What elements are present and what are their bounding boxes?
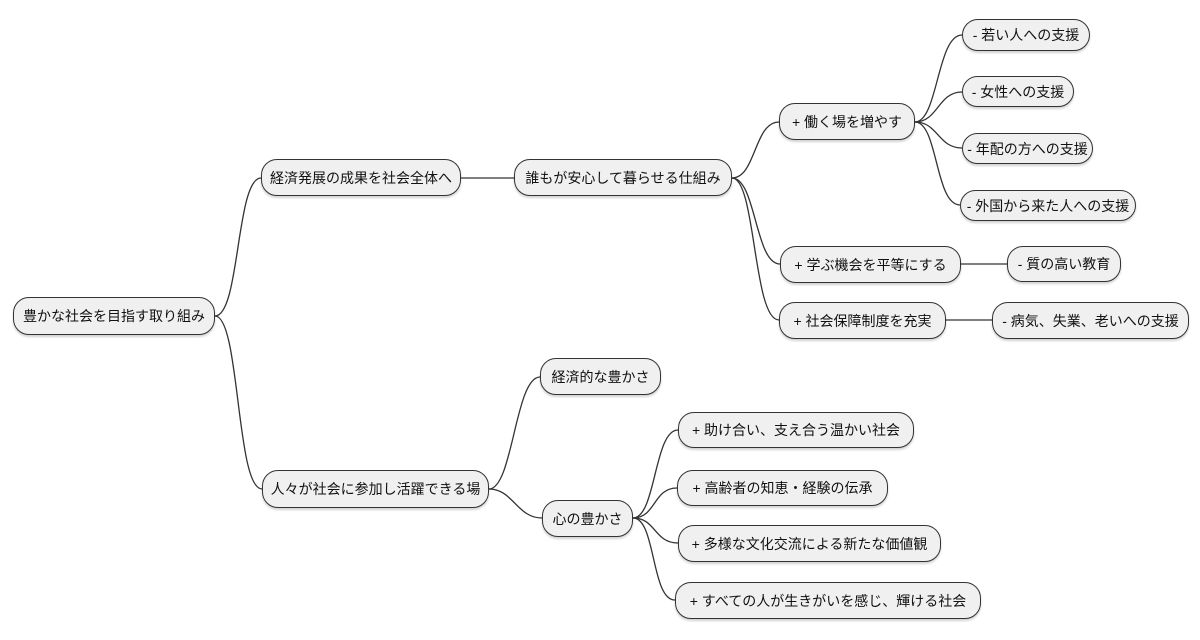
node-participation[interactable]: 人々が社会に参加し活躍できる場 [262, 470, 489, 508]
node-elder-wisdom[interactable]: + 高齢者の知恵・経験の伝承 [677, 470, 888, 506]
connector-jobs-elderly [914, 121, 963, 149]
connector-spiritual-wisdom [632, 487, 678, 519]
connector-spiritual-warm [632, 429, 679, 519]
node-warm-society[interactable]: + 助け合い、支え合う温かい社会 [678, 412, 914, 448]
connector-root-participation [214, 315, 263, 490]
node-economy-growth[interactable]: 経済発展の成果を社会全体へ [261, 159, 461, 196]
node-support-women[interactable]: - 女性への支援 [962, 76, 1074, 107]
node-equal-education[interactable]: + 学ぶ機会を平等にする [780, 246, 961, 283]
connector-participation-spiritualwealth [488, 488, 543, 519]
connector-root-economy [214, 177, 262, 317]
node-illness-support[interactable]: - 病気、失業、老いへの支援 [992, 302, 1189, 339]
connector-spiritual-fulfilling [632, 517, 676, 601]
node-safe-living-system[interactable]: 誰もが安心して暮らせる仕組み [514, 159, 732, 196]
node-support-young[interactable]: - 若い人への支援 [962, 19, 1090, 51]
connector-jobs-women [914, 91, 963, 123]
connector-safesystem-socialsecurity [731, 177, 780, 321]
node-economic-wealth[interactable]: 経済的な豊かさ [540, 358, 661, 395]
node-cultural-exchange[interactable]: + 多様な文化交流による新たな価値観 [678, 525, 941, 562]
connector-jobs-foreigners [914, 121, 961, 206]
node-spiritual-wealth[interactable]: 心の豊かさ [542, 500, 633, 537]
connector-participation-economicwealth [488, 376, 541, 490]
node-fulfilling-society[interactable]: + すべての人が生きがいを感じ、輝ける社会 [675, 582, 981, 619]
connector-safesystem-jobs [731, 121, 780, 179]
node-root[interactable]: 豊かな社会を目指す取り組み [13, 297, 215, 335]
connector-jobs-young [914, 34, 963, 123]
connector-spiritual-culture [632, 517, 679, 544]
connector-safesystem-education [731, 177, 781, 265]
node-social-security[interactable]: + 社会保障制度を充実 [779, 302, 946, 339]
node-support-elderly[interactable]: - 年配の方への支援 [962, 133, 1093, 164]
node-quality-education[interactable]: - 質の高い教育 [1007, 246, 1121, 282]
node-support-foreigners[interactable]: - 外国から来た人への支援 [960, 190, 1136, 221]
node-more-jobs[interactable]: + 働く場を増やす [779, 103, 915, 140]
